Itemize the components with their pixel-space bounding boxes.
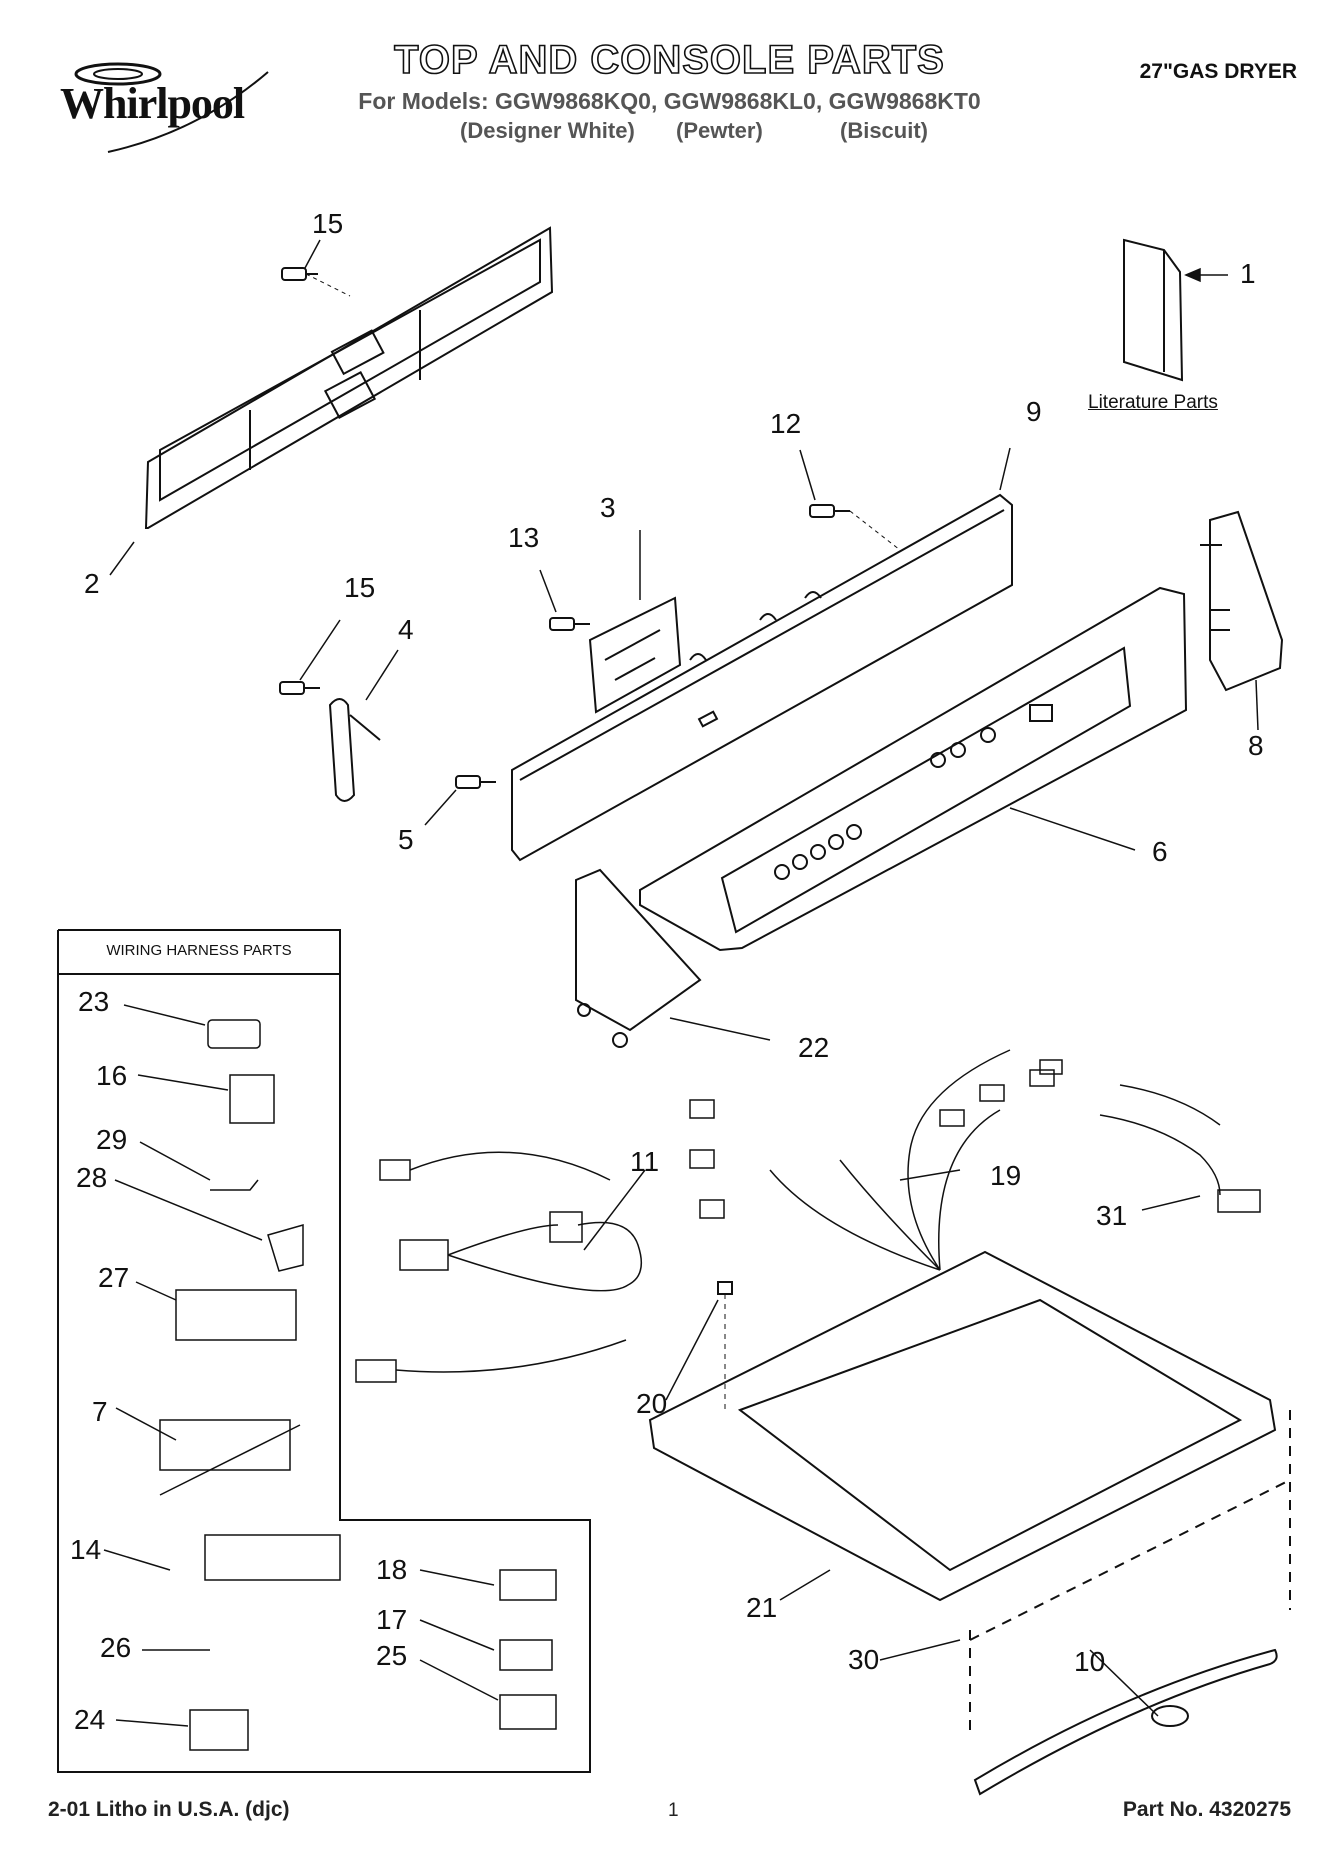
callout-23: 23 <box>78 986 110 1017</box>
callout-7: 7 <box>92 1396 108 1427</box>
callout-26: 26 <box>100 1632 132 1663</box>
harness-31-part <box>1099 1084 1261 1213</box>
callout-16: 16 <box>96 1060 128 1091</box>
color-pewter: (Pewter) <box>676 118 763 143</box>
callout-18: 18 <box>376 1554 408 1585</box>
page-number: 1 <box>668 1800 679 1821</box>
console-bracket-part <box>511 493 1013 862</box>
callout-1: 1 <box>1240 258 1256 289</box>
callout-27: 27 <box>98 1262 130 1293</box>
control-bracket-part <box>588 596 682 714</box>
callout-10: 10 <box>1074 1646 1106 1677</box>
callout-29: 29 <box>96 1124 128 1155</box>
screw-12 <box>809 504 901 551</box>
callout-11: 11 <box>630 1146 660 1177</box>
callout-17: 17 <box>376 1604 408 1635</box>
callout-2: 2 <box>84 568 100 599</box>
callout-3: 3 <box>600 492 616 523</box>
callout-31: 31 <box>1096 1200 1128 1231</box>
page-title: TOP AND CONSOLE PARTS <box>393 37 945 83</box>
literature-part <box>1123 238 1184 382</box>
screw-13 <box>549 617 590 631</box>
callout-21: 21 <box>746 1592 778 1623</box>
screw-15-mid <box>279 681 320 695</box>
callout-28: 28 <box>76 1162 108 1193</box>
color-designer-white: (Designer White) <box>460 118 635 143</box>
callout-14: 14 <box>70 1534 102 1565</box>
literature-parts-label: Literature Parts <box>1088 392 1218 413</box>
product-type: 27"GAS DRYER <box>1139 60 1297 83</box>
callout-5: 5 <box>398 824 414 855</box>
callout-leaders <box>103 239 1259 1727</box>
screw-5 <box>455 775 496 789</box>
harness-box-title: WIRING HARNESS PARTS <box>106 942 292 959</box>
harness-11-part <box>355 1151 643 1383</box>
callout-20: 20 <box>636 1388 668 1419</box>
swirl-logo-icon <box>74 62 269 153</box>
callout-24: 24 <box>74 1704 106 1735</box>
harness-small-parts <box>159 1019 557 1751</box>
litho-note: 2-01 Litho in U.S.A. (djc) <box>48 1798 290 1821</box>
callout-19: 19 <box>990 1160 1022 1191</box>
callout-15-mid: 15 <box>344 572 376 603</box>
models-line: For Models: GGW9868KQ0, GGW9868KL0, GGW9… <box>358 88 981 114</box>
clip-part <box>328 698 381 802</box>
callout-13: 13 <box>508 522 540 553</box>
end-cap-right-part <box>1200 510 1284 692</box>
callout-4: 4 <box>398 614 414 645</box>
console-part <box>639 586 1188 952</box>
harness-box <box>57 929 591 1773</box>
end-cap-left-part <box>575 868 702 1048</box>
harness-19-part <box>689 1049 1063 1271</box>
brand-name: Whirlpool <box>60 79 245 128</box>
callout-30: 30 <box>848 1644 880 1675</box>
callout-22: 22 <box>798 1032 830 1063</box>
trim-30-part <box>969 1410 1291 1796</box>
rear-panel-part <box>144 226 554 529</box>
callout-9: 9 <box>1026 396 1042 427</box>
part-number: Part No. 4320275 <box>1122 1798 1291 1821</box>
callout-12: 12 <box>770 408 802 439</box>
lid-switch-part <box>717 1281 733 1410</box>
top-panel-part <box>648 1250 1277 1602</box>
callout-25: 25 <box>376 1640 408 1671</box>
callout-15-top: 15 <box>312 208 344 239</box>
callout-6: 6 <box>1152 836 1168 867</box>
color-biscuit: (Biscuit) <box>840 118 928 143</box>
callout-8: 8 <box>1248 730 1264 761</box>
screw-15-top <box>281 267 351 297</box>
